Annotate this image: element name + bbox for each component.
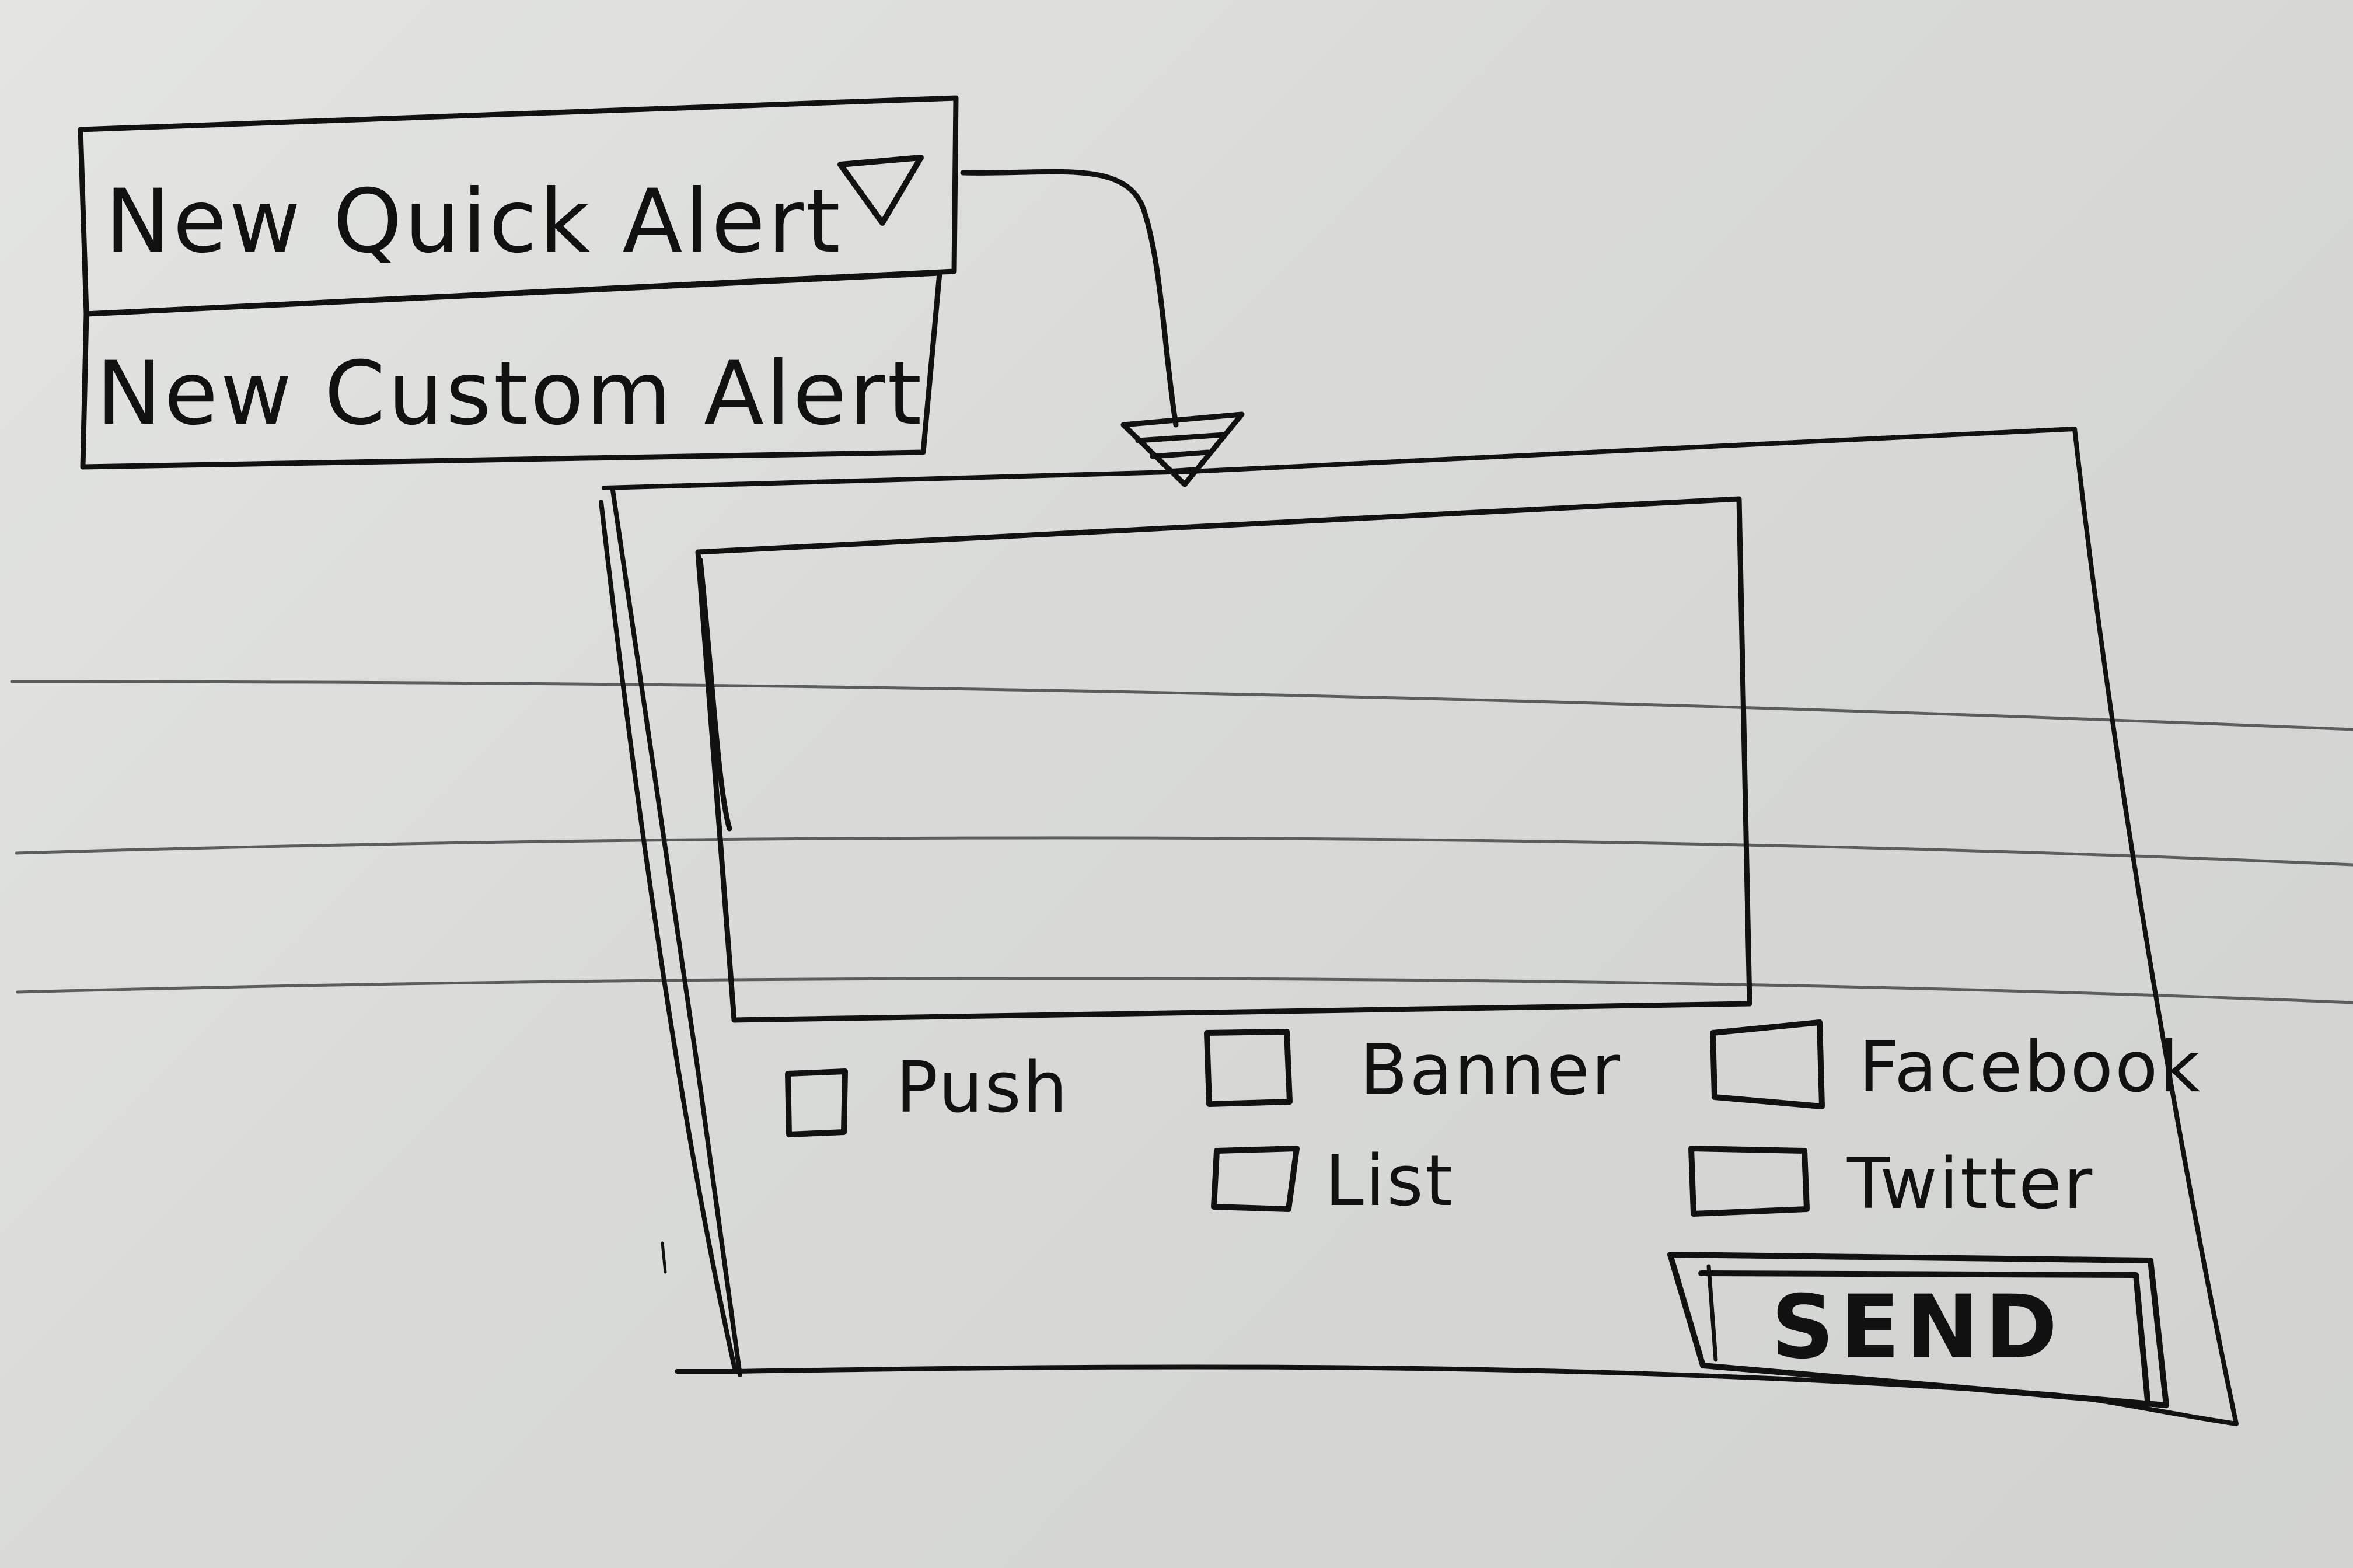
list-label: List [1325, 1141, 1454, 1222]
banner-label: Banner [1360, 1030, 1622, 1111]
quick-alert-outline [78, 95, 959, 317]
channel-push[interactable]: Push [782, 1039, 1109, 1138]
custom-alert-label: New Custom Alert [96, 343, 924, 445]
channel-banner[interactable]: Banner [1202, 1027, 1622, 1115]
quick-alert-label: New Quick Alert [105, 171, 843, 273]
custom-alert-outline [80, 270, 942, 470]
arrow-connector [960, 169, 1245, 487]
message-textarea[interactable] [712, 525, 1739, 1004]
channel-twitter[interactable]: Twitter [1687, 1144, 2153, 1220]
send-button-outline [1667, 1252, 2169, 1408]
channel-facebook[interactable]: Facebook [1710, 1015, 2200, 1109]
send-button[interactable]: SEND [1681, 1260, 2159, 1395]
send-button-label: SEND [1771, 1277, 2064, 1378]
checkbox-shapes [785, 1019, 1825, 1217]
triangle-down-icon [837, 155, 924, 226]
twitter-label: Twitter [1847, 1144, 2094, 1225]
push-label: Push [896, 1047, 1069, 1129]
channel-list[interactable]: List [1208, 1144, 1570, 1220]
menu-item-custom-alert[interactable]: New Custom Alert [88, 315, 934, 455]
facebook-label: Facebook [1859, 1027, 2202, 1108]
ruled-lines [10, 680, 2353, 1004]
menu-item-quick-alert[interactable]: New Quick Alert [88, 123, 951, 298]
message-box-outline [695, 496, 1752, 1023]
